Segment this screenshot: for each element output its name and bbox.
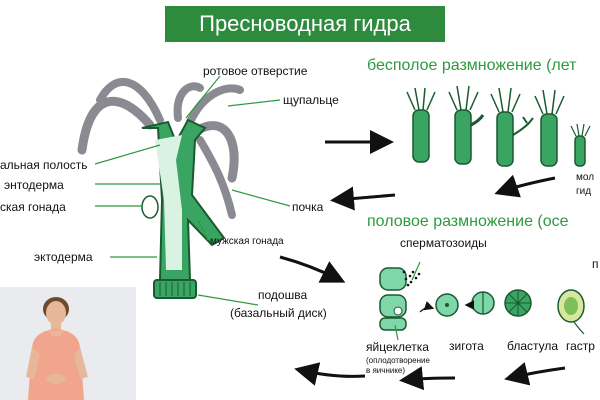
- label-in-ovary: в яичнике): [366, 366, 406, 375]
- label-endoderm: энтодерма: [4, 178, 64, 192]
- label-tentacle: щупальце: [283, 93, 339, 107]
- label-sperm: сперматозоиды: [400, 236, 487, 250]
- sexual-stages: [379, 261, 585, 341]
- label-young-2: гид: [576, 186, 592, 197]
- label-cavity: альная полость: [0, 158, 88, 172]
- label-blastula: бластула: [507, 339, 559, 353]
- zygote: [435, 293, 459, 317]
- presenter-figure: [26, 297, 88, 400]
- asexual-heading: бесполое размножение (лет: [367, 57, 577, 74]
- label-egg: яйцеклетка: [366, 340, 429, 354]
- gonad-cells: [379, 267, 421, 331]
- label-sole: подошва: [258, 288, 308, 302]
- label-mouth: ротовое отверстие: [203, 64, 308, 78]
- hydra-stage-4: [534, 89, 565, 167]
- label-bud: почка: [292, 200, 324, 214]
- label-gastrula: гастр: [566, 339, 595, 353]
- stage-arrows: [419, 300, 475, 313]
- label-edge-letter: п: [592, 257, 599, 271]
- hydra-stage-3: [490, 87, 534, 167]
- label-ectoderm: эктодерма: [34, 250, 93, 264]
- process-arrows: [279, 130, 566, 391]
- young-hydra: [570, 123, 591, 167]
- diagram-title: Пресноводная гидра: [165, 6, 445, 42]
- budding-hydras: [406, 85, 591, 167]
- label-young: мол: [576, 172, 595, 183]
- label-male-gonad: мужская гонада: [210, 236, 284, 247]
- hydra-body: [141, 118, 226, 299]
- label-fertilization: (оплодотворение: [366, 356, 430, 365]
- label-zygote: зигота: [449, 339, 484, 353]
- sexual-heading: половое размножение (осе: [367, 213, 569, 230]
- label-leaders: [94, 75, 291, 306]
- label-basal-disc: (базальный диск): [230, 306, 327, 320]
- hydra-stage-1: [406, 87, 436, 163]
- presenter-video: [0, 287, 136, 400]
- sperm-cells: [402, 270, 421, 287]
- two-cell-stage: [471, 291, 495, 315]
- hydra-tentacles: [77, 78, 244, 219]
- gastrula: [557, 289, 585, 335]
- hydra-stage-2: [448, 85, 485, 165]
- label-gonad: ская гонада: [0, 200, 66, 214]
- blastula: [504, 289, 532, 317]
